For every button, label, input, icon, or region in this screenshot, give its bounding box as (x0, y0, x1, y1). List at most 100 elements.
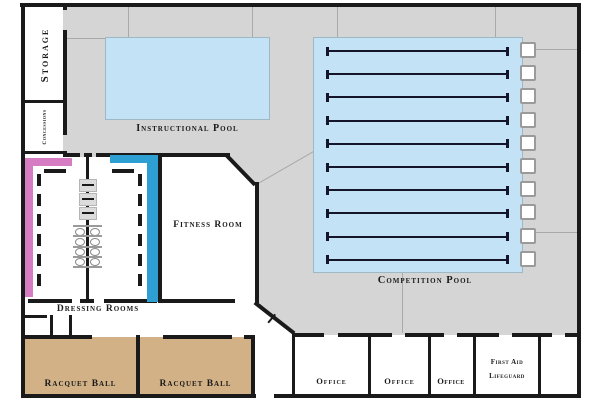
wall-office (538, 337, 541, 394)
wall-office-top (428, 333, 444, 337)
wall-office (473, 337, 476, 394)
lifeguard-label: Lifeguard (489, 372, 525, 380)
dressing-rooms-label: Dressing Rooms (56, 304, 140, 314)
starting-block (520, 65, 536, 82)
lane-line (326, 46, 509, 56)
wall-racquet-top (244, 335, 255, 339)
sink-fixture (90, 258, 100, 267)
lane-line (326, 255, 509, 265)
wall-office-top (405, 333, 428, 337)
starting-block (520, 227, 536, 244)
sink-counter (73, 225, 102, 227)
instructional-pool (105, 37, 270, 120)
locker-strip-blue (147, 155, 158, 302)
wall-outer-right (577, 3, 581, 398)
lane-line (326, 162, 509, 172)
wall-office-top (473, 333, 499, 337)
deck-joint (536, 49, 578, 50)
bench-dashed (138, 174, 142, 290)
sink-fixture (90, 237, 100, 246)
wall-racquet-right (251, 335, 255, 394)
locker-strip-pink (25, 158, 72, 166)
fitness-room-label: Fitness Room (173, 220, 243, 230)
wall-dressing-bottom (28, 299, 72, 303)
wall-office (368, 337, 371, 394)
wall-outer-bottom (274, 394, 581, 398)
wall-office-top (457, 333, 473, 337)
deck-joint (495, 5, 496, 37)
office-2-label: Office (384, 376, 415, 386)
starting-block (520, 158, 536, 174)
wall-office-top (292, 333, 324, 337)
starting-block (520, 134, 536, 151)
starting-block (520, 88, 536, 105)
instructional-pool-label: Instructional Pool (136, 123, 239, 134)
starting-block (520, 181, 536, 198)
wall-office (428, 337, 431, 394)
racquet-ball-left-label: Racquet Ball (44, 379, 117, 389)
wall-outer-bottom (21, 394, 256, 398)
shower-fixture (79, 179, 97, 192)
deck-joint (536, 232, 578, 233)
starting-block (520, 42, 536, 58)
wall-office-top (368, 333, 392, 337)
office-1-label: Office (316, 376, 347, 386)
sink-fixture (75, 237, 85, 246)
wall-outer-left (21, 3, 25, 398)
wall-office (292, 337, 295, 397)
sink-fixture (75, 227, 85, 236)
wall-racquet-top (22, 335, 92, 339)
wall-concessions-bottom (21, 151, 65, 154)
deck-joint (402, 273, 403, 333)
wall-dressing-fitness-divider (158, 153, 162, 303)
lane-line (326, 116, 509, 126)
sink-fixture (90, 248, 100, 257)
wall-storage-bottom (21, 100, 65, 103)
competition-pool (313, 37, 523, 273)
lane-line (326, 139, 509, 149)
starting-block (520, 204, 536, 221)
deck-joint (63, 38, 105, 39)
wall-office-top (538, 333, 552, 337)
wall-office-top (565, 333, 577, 337)
wall-outer-top (20, 3, 581, 7)
wall-office-top (338, 333, 368, 337)
locker-strip-pink (25, 158, 33, 297)
office-3-label: Office (437, 376, 465, 386)
wall-fitness-right (255, 182, 259, 303)
deck-joint (128, 5, 129, 37)
competition-pool-label: Competition Pool (377, 275, 473, 286)
wall-dressing-center (86, 155, 89, 301)
wall-racquet-divider (136, 335, 140, 394)
wall-corridor-stub (21, 315, 47, 318)
racquet-ball-court-right (140, 337, 251, 394)
wall-dressing-bottom (104, 299, 157, 303)
deck-joint (337, 5, 338, 37)
wall-corridor-stub (69, 315, 72, 337)
lane-line (326, 92, 509, 102)
first-aid-label: First Aid (490, 358, 524, 366)
wall-office-top (512, 333, 538, 337)
lane-line (326, 185, 509, 195)
wall-storage-right (63, 3, 67, 10)
sink-fixture (75, 258, 85, 267)
bench-dashed (112, 169, 134, 173)
shower-fixture (79, 207, 97, 220)
bench-dashed (44, 169, 66, 173)
lane-line (326, 232, 509, 242)
lane-line (326, 208, 509, 218)
racquet-ball-right-label: Racquet Ball (159, 379, 232, 389)
sink-counter (73, 245, 102, 248)
locker-strip-blue (110, 155, 158, 163)
wall-storage-right (63, 30, 67, 135)
wall-corridor-stub (50, 315, 53, 337)
starting-block (520, 250, 536, 267)
shower-fixture (79, 193, 97, 206)
wall-fitness-bottom (160, 299, 235, 303)
wall-racquet-top (163, 335, 232, 339)
lane-line (326, 69, 509, 79)
starting-block (520, 111, 536, 128)
wall-dressing-top (63, 153, 80, 157)
wall-dressing-bottom (80, 299, 94, 303)
